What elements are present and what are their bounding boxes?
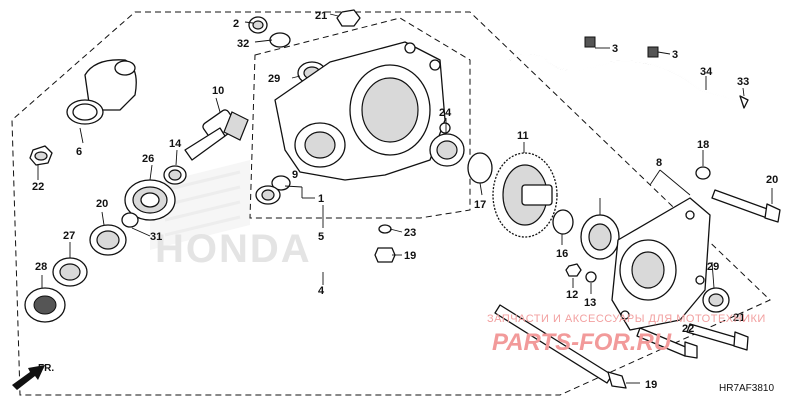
part-3-clip-b	[647, 46, 659, 58]
part-27-bearing	[124, 179, 176, 221]
callout-29-lower: 29	[707, 261, 719, 273]
part-15-shim	[467, 152, 493, 184]
callout-32: 33	[737, 76, 749, 88]
part-6-bearing-holder	[66, 59, 137, 125]
part-21-bolt	[636, 327, 698, 359]
part-18-long-bolt	[494, 304, 627, 389]
callout-33: 34	[700, 66, 713, 78]
part-26-bearing	[429, 133, 465, 167]
callout-16: 18	[697, 139, 709, 151]
callout-18: 19	[645, 379, 657, 391]
callout-10: 11	[517, 130, 529, 142]
callout-30: 32	[237, 38, 249, 50]
part-23-cap	[336, 9, 361, 27]
part-25-washer	[378, 224, 392, 234]
callout-21: 22	[682, 323, 694, 335]
callout-9: 10	[212, 85, 224, 97]
part-28-oil-seal-upper	[52, 257, 88, 287]
part-7-gear-case-cover	[611, 197, 711, 331]
callout-23: 21	[315, 10, 327, 22]
part-28-oil-seal-lower	[24, 287, 66, 323]
diagram-code: HR7AF3810	[719, 383, 774, 394]
shop-watermark-line2: PARTS-FOR.RU	[492, 329, 672, 356]
callout-3-b: 3	[672, 49, 678, 61]
callout-5: 5	[318, 231, 324, 243]
callout-11: 12	[566, 289, 578, 301]
callout-3-a: 3	[612, 43, 618, 55]
part-gear-case	[274, 41, 451, 181]
part-24-nut	[29, 145, 53, 166]
callout-numbers: 2 32 21 3 3 34 33 10 6 22 29 14 26 9 1 5…	[32, 10, 778, 391]
part-30-o-ring	[269, 32, 291, 48]
part-20-bolt	[686, 323, 749, 351]
callout-27: 26	[142, 153, 154, 165]
part-31-o-ring	[121, 212, 139, 228]
part-12-washer	[585, 271, 597, 283]
callout-8: 9	[292, 169, 298, 181]
callout-14: 16	[556, 248, 568, 260]
callout-1: 1	[318, 193, 324, 205]
fr-label: FR.	[38, 363, 54, 374]
callout-20: 21	[733, 312, 745, 324]
part-9-pinion-gear	[184, 109, 249, 161]
part-17-flange-bolt	[711, 189, 781, 223]
part-33-tube-highlight	[509, 53, 746, 103]
part-13-collar-inner	[168, 169, 182, 181]
front-direction-arrow: FR.	[12, 363, 54, 390]
assembly-4-outline	[11, 11, 771, 396]
callout-13: 14	[169, 138, 182, 150]
part-34-bearing	[580, 214, 620, 260]
callout-2: 2	[233, 18, 239, 30]
part-22-lock-nut	[89, 224, 127, 256]
part-11-bolt	[565, 263, 582, 277]
part-19-drain-bolt	[374, 247, 396, 263]
callout-6: 6	[76, 146, 82, 158]
callout-19: 19	[404, 250, 416, 262]
callout-29-upper: 29	[268, 73, 280, 85]
callout-4: 4	[318, 285, 325, 297]
part-8-oil-seal-set	[255, 175, 291, 205]
callout-28-upper: 27	[63, 230, 75, 242]
callout-22: 20	[96, 198, 108, 210]
part-10-ring-gear	[492, 152, 558, 238]
callout-15: 17	[474, 199, 486, 211]
part-32-clip	[739, 95, 749, 109]
honda-watermark-text: HONDA	[155, 227, 312, 271]
callout-24: 22	[32, 181, 44, 193]
callout-26: 24	[439, 107, 452, 119]
part-3-clip-a	[584, 36, 596, 48]
callout-12: 13	[584, 297, 596, 309]
callout-25: 23	[404, 227, 416, 239]
assembly-5-outline	[249, 17, 471, 219]
callout-28-lower: 28	[35, 261, 47, 273]
callout-17: 20	[766, 174, 778, 186]
shop-watermark-line1: ЗАПЧАСТИ И АКСЕССУАРЫ ДЛЯ МОТОТЕХНИКИ	[487, 313, 766, 325]
leader-lines	[37, 13, 773, 384]
callout-7: 8	[656, 157, 662, 169]
part-2-plug	[248, 16, 268, 34]
part-14-shim	[552, 209, 574, 235]
part-29-seal-lower	[702, 287, 730, 313]
callout-31: 31	[150, 231, 162, 243]
part-16-collar	[695, 166, 711, 180]
